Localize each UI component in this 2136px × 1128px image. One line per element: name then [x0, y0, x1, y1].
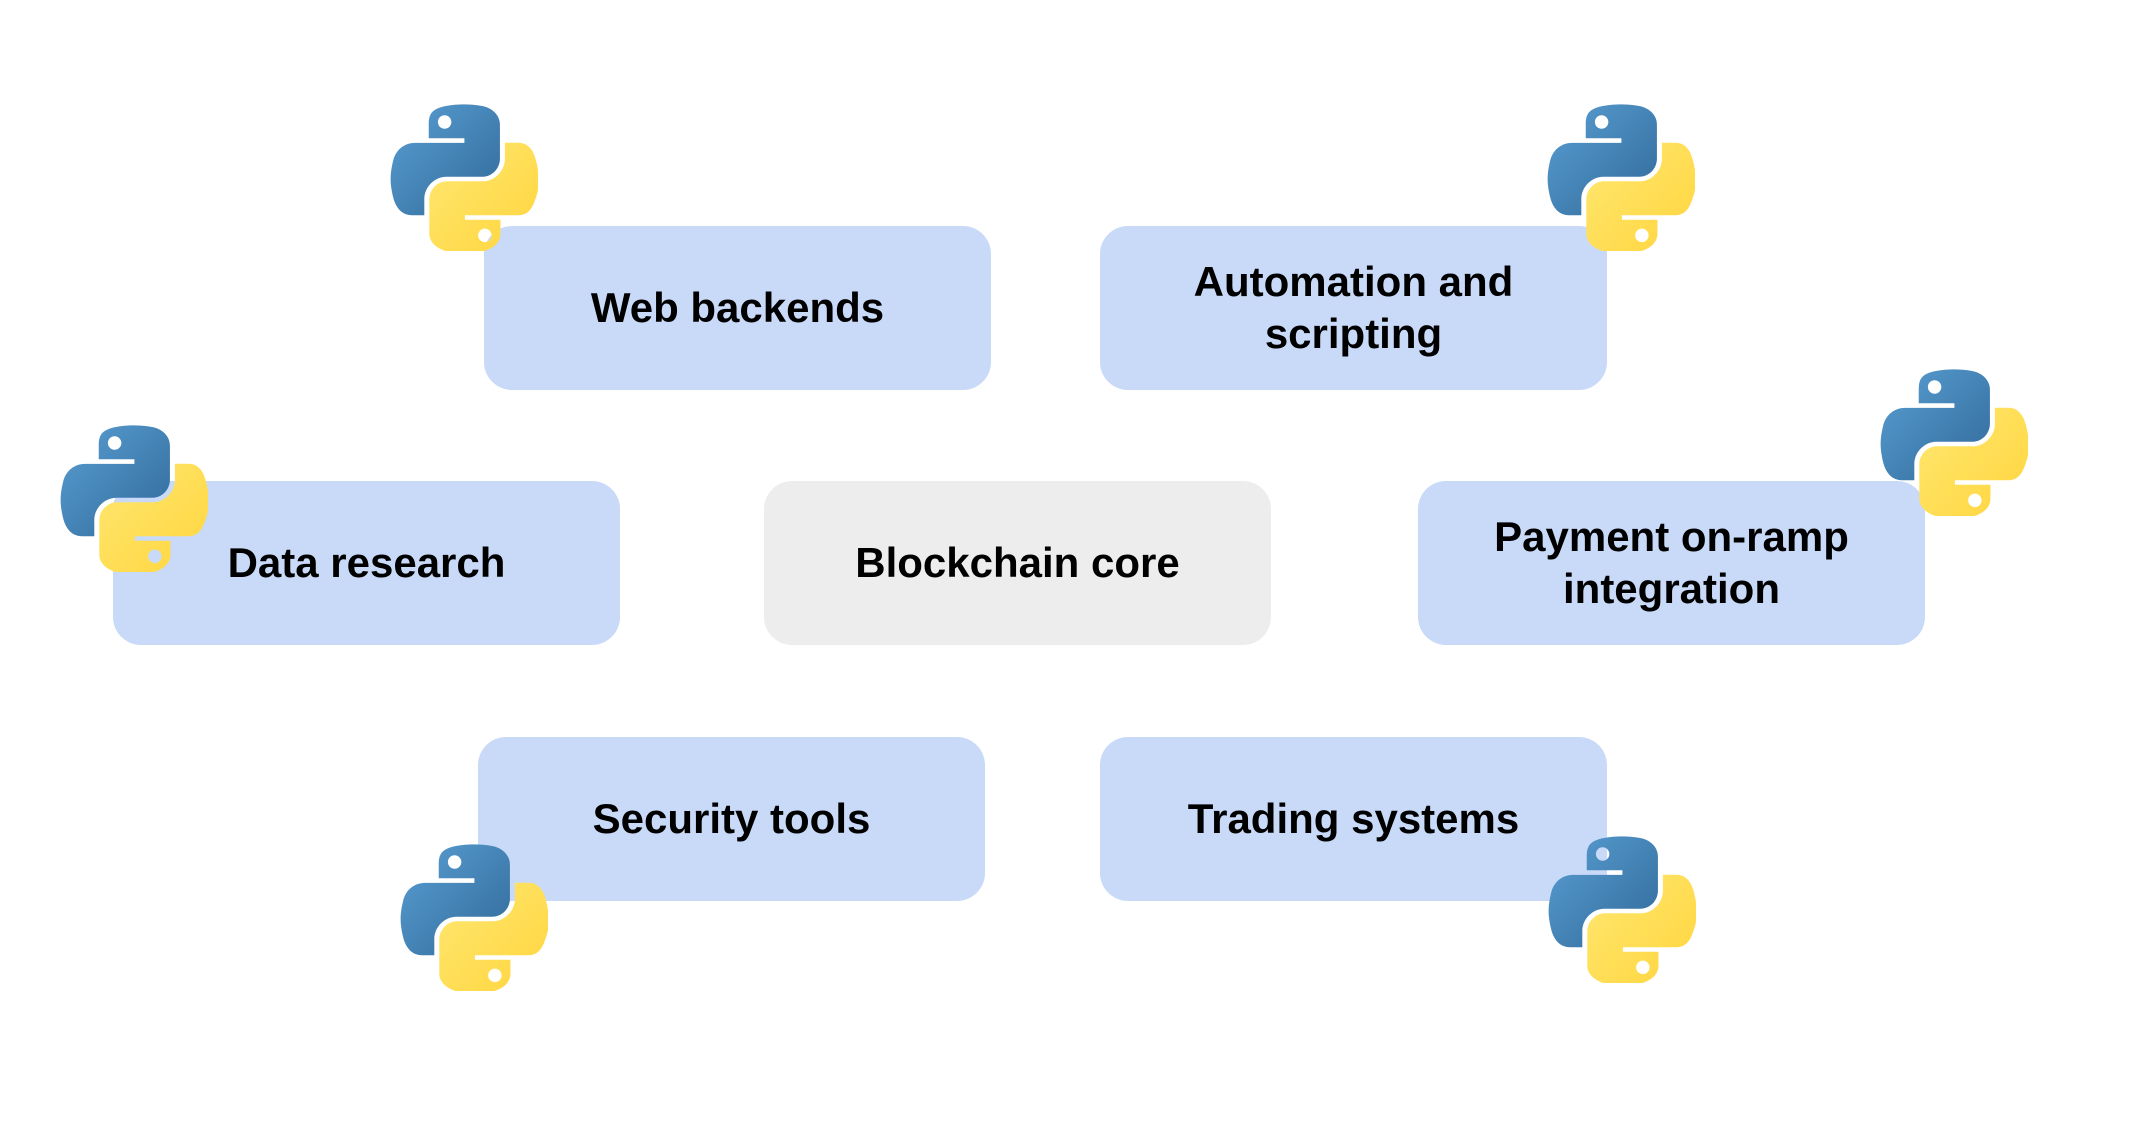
- node-label: Blockchain core: [855, 539, 1180, 586]
- node-label: Security tools: [592, 795, 871, 842]
- node-label: Automation and scripting: [1193, 258, 1514, 357]
- node-blockchain-core: Blockchain core: [764, 481, 1271, 645]
- node-label: Data research: [227, 539, 506, 586]
- node-label: Payment on-ramp integration: [1494, 513, 1849, 612]
- python-logo-icon: [390, 103, 538, 251]
- node-security-tools: Security tools: [478, 737, 985, 901]
- python-logo-icon: [400, 843, 548, 991]
- node-trading-systems: Trading systems: [1100, 737, 1607, 901]
- node-label: Trading systems: [1187, 795, 1520, 842]
- node-web-backends: Web backends: [484, 226, 991, 390]
- python-logo-icon: [1548, 835, 1696, 983]
- node-payment-on-ramp: Payment on-ramp integration: [1418, 481, 1925, 645]
- node-automation-scripting: Automation and scripting: [1100, 226, 1607, 390]
- python-logo-icon: [60, 424, 208, 572]
- python-logo-icon: [1880, 368, 2028, 516]
- python-logo-icon: [1547, 103, 1695, 251]
- node-data-research: Data research: [113, 481, 620, 645]
- node-label: Web backends: [590, 284, 885, 331]
